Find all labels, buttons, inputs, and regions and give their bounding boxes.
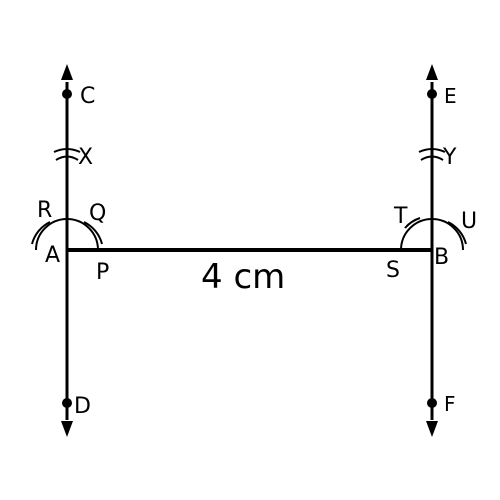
label-r: R [37,198,52,223]
arc-mark-q [83,221,103,245]
arrowhead-bottom-a [61,421,73,437]
point-c-dot [62,89,72,99]
arc-mark-u [447,221,467,245]
arrowhead-bottom-b [426,421,438,437]
segment-length-label: 4 cm [201,257,285,297]
label-b: B [434,245,449,270]
arc-mark-x-1 [53,148,81,153]
label-y: Y [442,145,457,170]
label-p: P [96,260,109,285]
label-d: D [74,394,91,419]
label-q: Q [89,201,106,226]
label-t: T [393,204,408,229]
label-x: X [78,145,93,170]
label-f: F [444,392,456,416]
point-f-dot [427,398,437,408]
arc-mark-x-2 [55,155,79,161]
label-c: C [80,84,95,109]
arc-mark-y-1 [418,148,446,153]
label-e: E [444,84,457,108]
arc-mark-r [31,221,51,245]
label-u: U [461,209,477,234]
arc-around-b [400,218,464,251]
arc-around-a [35,218,99,251]
point-d-dot [62,398,72,408]
arrowhead-top-a [61,64,73,80]
point-e-dot [427,89,437,99]
arrowhead-top-b [426,64,438,80]
arc-mark-t [404,217,421,229]
arc-mark-y-2 [420,155,444,161]
label-a: A [45,243,60,268]
label-s: S [386,258,400,283]
